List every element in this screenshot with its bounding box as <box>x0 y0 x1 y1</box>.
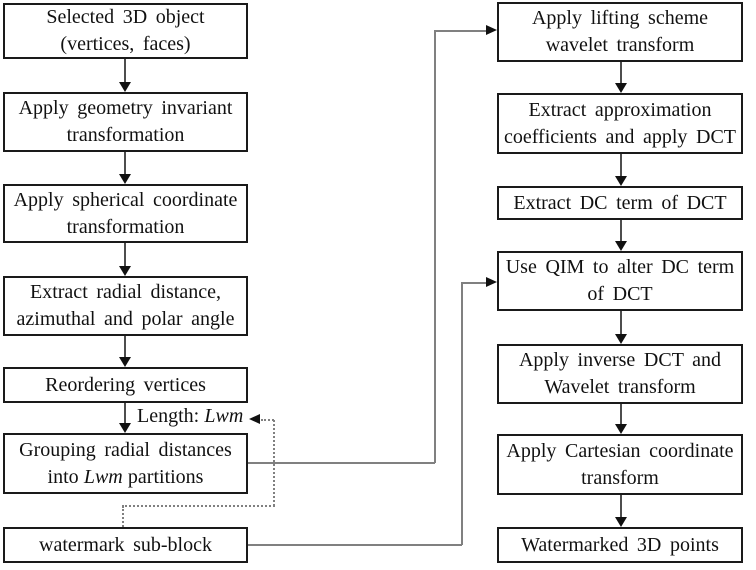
arrow-stem <box>620 220 622 241</box>
arrow-down-head <box>119 266 131 276</box>
length-lwm-label: Length:Lwm <box>137 405 243 428</box>
dotted-connector-watermark-length <box>122 505 275 507</box>
arrow-stem <box>620 62 622 83</box>
box-text-line: Grouping radial distances <box>19 438 232 461</box>
connector-watermark-to-qim <box>462 282 486 284</box>
box-text-part: partitions <box>127 465 204 488</box>
box-text-line: Reordering vertices <box>45 373 206 396</box>
arrow-down-head <box>615 334 627 344</box>
arrow-stem <box>124 403 126 423</box>
connector-grouping-to-wavelet <box>248 462 435 464</box>
flow-box-geometry-invariant: Apply geometry invariant transformation <box>3 92 248 152</box>
box-text-line: Watermarked 3D points <box>521 533 719 556</box>
arrow-right-head <box>486 277 497 287</box>
arrow-stem <box>620 154 622 176</box>
box-text-line: Use QIM to alter DC term <box>505 256 735 278</box>
dotted-connector-watermark-length <box>273 420 275 506</box>
arrow-left-head <box>249 414 260 424</box>
box-text-line: Apply Cartesian coordinate <box>506 439 734 462</box>
flow-box-extract-approximation-dct: Extract approximation coefficients and a… <box>497 93 743 154</box>
connector-grouping-to-wavelet <box>434 30 436 463</box>
box-text-line: Apply geometry invariant <box>18 97 233 119</box>
flow-box-watermark-subblock: watermark sub-block <box>3 527 248 563</box>
arrow-down-head <box>119 82 131 92</box>
box-text-line: transformation <box>66 124 185 146</box>
flow-box-qim-alter-dc: Use QIM to alter DC term of DCT <box>497 251 743 311</box>
arrow-stem <box>124 336 126 357</box>
length-label-prefix: Length: <box>137 405 200 427</box>
box-text-part: into <box>47 465 79 488</box>
box-text-line: Extract approximation <box>528 98 712 121</box>
flow-box-lifting-wavelet: Apply lifting scheme wavelet transform <box>497 2 743 62</box>
flow-box-extract-radial-distance: Extract radial distance, azimuthal and p… <box>3 276 248 336</box>
flow-box-selected-3d-object: Selected 3D object (vertices, faces) <box>3 3 248 59</box>
box-text-line: Apply spherical coordinate <box>13 188 238 211</box>
box-text-line: azimuthal and polar angle <box>16 308 235 330</box>
lwm-variable: Lwm <box>83 465 123 488</box>
connector-grouping-to-wavelet <box>435 30 486 32</box>
arrow-stem <box>124 243 126 266</box>
arrow-stem <box>620 404 622 424</box>
box-text-line: coefficients and apply DCT <box>503 125 737 148</box>
flow-box-cartesian-transform: Apply Cartesian coordinate transform <box>497 434 743 495</box>
flow-box-extract-dc-term: Extract DC term of DCT <box>497 186 743 220</box>
arrow-down-head <box>615 241 627 251</box>
box-text-line: (vertices, faces) <box>60 33 191 55</box>
box-text-line: Apply lifting scheme <box>531 7 709 29</box>
dotted-connector-watermark-length <box>261 419 274 421</box>
flow-box-spherical-coordinate: Apply spherical coordinate transformatio… <box>3 184 248 243</box>
arrow-down-head <box>119 423 131 433</box>
arrow-down-head <box>615 517 627 527</box>
arrow-stem <box>620 311 622 334</box>
box-text-line: transformation <box>66 215 185 238</box>
box-text-line: Extract DC term of DCT <box>513 191 727 214</box>
arrow-stem <box>620 495 622 517</box>
box-text-line: Selected 3D object <box>46 6 205 28</box>
flow-box-reordering-vertices: Reordering vertices <box>3 367 248 403</box>
flow-box-inverse-dct-wavelet: Apply inverse DCT and Wavelet transform <box>497 344 743 404</box>
box-text-line: Extract radial distance, <box>30 281 221 303</box>
box-text-line: wavelet transform <box>545 34 695 56</box>
arrow-down-head <box>119 357 131 367</box>
lwm-variable: Lwm <box>204 405 244 427</box>
flow-box-watermarked-3d-points: Watermarked 3D points <box>497 527 743 563</box>
arrow-down-head <box>615 176 627 186</box>
box-text-line: transform <box>581 466 659 489</box>
arrow-right-head <box>486 25 497 35</box>
arrow-down-head <box>615 83 627 93</box>
arrow-stem <box>124 152 126 174</box>
arrow-down-head <box>615 424 627 434</box>
connector-watermark-to-qim <box>461 282 463 545</box>
box-text-line: of DCT <box>587 283 653 305</box>
box-text-line: Apply inverse DCT and <box>518 349 722 371</box>
dotted-connector-watermark-length <box>122 506 124 527</box>
arrow-stem <box>124 59 126 82</box>
box-text-line: Wavelet transform <box>544 376 696 398</box>
arrow-down-head <box>119 174 131 184</box>
connector-watermark-to-qim <box>248 544 462 546</box>
box-text-line: watermark sub-block <box>39 533 212 556</box>
